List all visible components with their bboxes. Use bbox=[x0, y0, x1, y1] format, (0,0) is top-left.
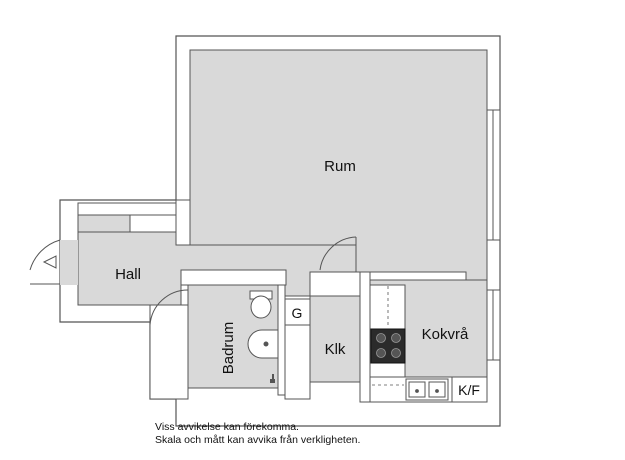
entrance-threshold bbox=[60, 240, 78, 285]
disclaimer-line-2: Skala och mått kan avvika från verklighe… bbox=[155, 434, 361, 446]
window-upper bbox=[486, 109, 501, 241]
room-label-badrum: Badrum bbox=[220, 322, 237, 375]
kf-label: K/F bbox=[458, 382, 480, 398]
sink-icon bbox=[247, 329, 279, 359]
closet-door bbox=[319, 236, 357, 272]
klk-floor bbox=[309, 295, 361, 383]
toilet-icon bbox=[249, 290, 273, 319]
entrance-door bbox=[29, 239, 61, 285]
hall-nook bbox=[77, 214, 131, 233]
kitchen-sink-icon bbox=[405, 378, 449, 401]
room-label-hall: Hall bbox=[115, 266, 141, 283]
g-box bbox=[284, 298, 311, 326]
wall-rum-kok bbox=[369, 271, 467, 281]
wall-hall-rum bbox=[175, 199, 191, 246]
wall-bath-top bbox=[180, 269, 287, 286]
g-label: G bbox=[292, 305, 303, 321]
kf-box bbox=[451, 376, 488, 403]
room-label-rum: Rum bbox=[324, 158, 356, 175]
wall-bath-left bbox=[149, 304, 189, 400]
stove-icon bbox=[370, 328, 406, 364]
wall-bath-right bbox=[277, 284, 286, 396]
wall-klk-right bbox=[359, 271, 371, 403]
shower-icon bbox=[270, 374, 275, 383]
room-label-kokvra: Kokvrå bbox=[422, 326, 469, 343]
window-lower bbox=[486, 289, 501, 361]
disclaimer-line-1: Viss avvikelse kan förekomma. bbox=[155, 421, 299, 433]
hall-nook-wall bbox=[77, 202, 177, 216]
room-label-klk: Klk bbox=[325, 341, 346, 358]
bathroom-door bbox=[149, 289, 189, 326]
